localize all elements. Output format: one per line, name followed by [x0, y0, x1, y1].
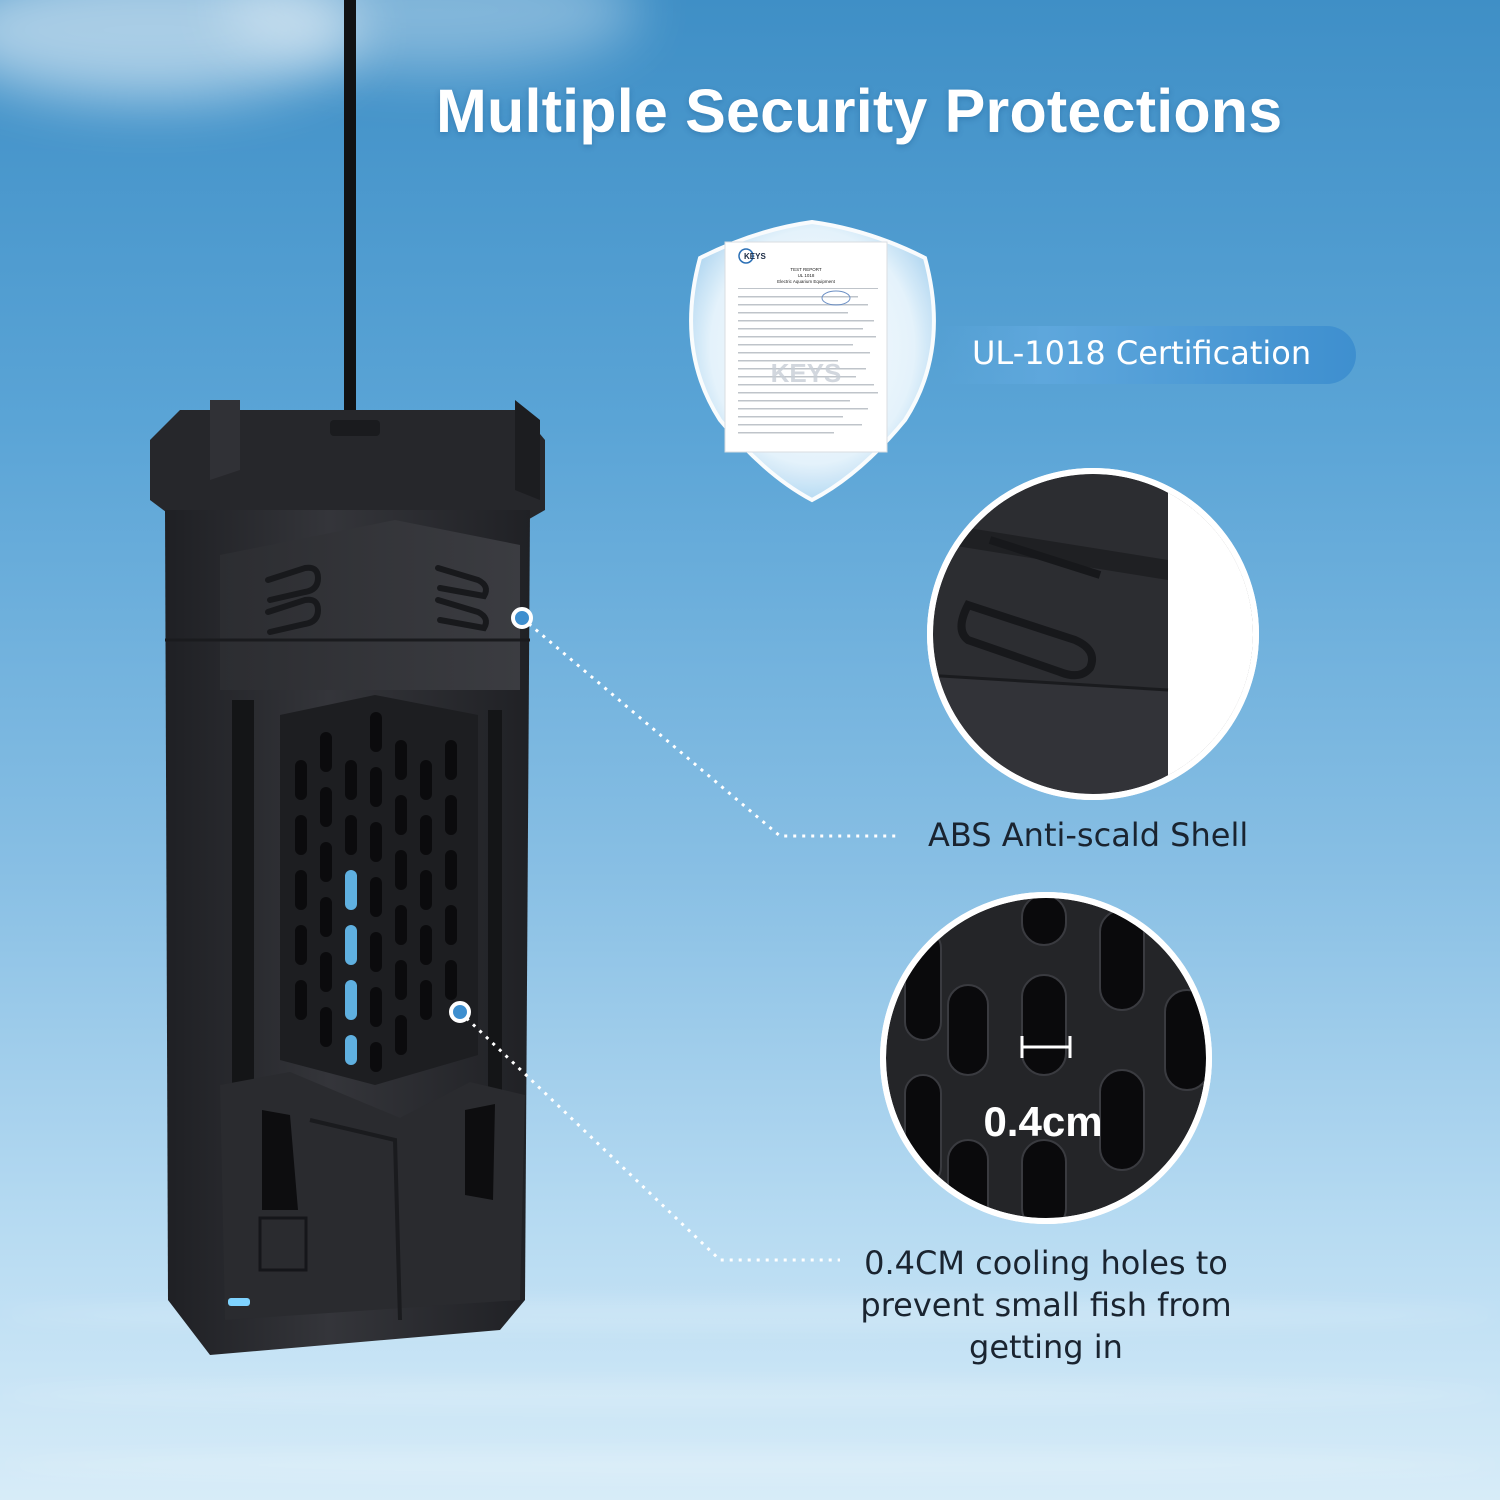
heater-device	[150, 400, 545, 1355]
measurement-marker	[1020, 1036, 1072, 1058]
cooling-vent-grid	[295, 712, 457, 1072]
certificate-shield: KEYS TEST REPORT UL 1018 Electric Aquari…	[689, 219, 936, 503]
holes-zoom-circle: 0.4cm	[880, 892, 1212, 1224]
svg-text:TEST REPORT: TEST REPORT	[790, 267, 822, 272]
test-report-document: KEYS TEST REPORT UL 1018 Electric Aquari…	[724, 241, 888, 453]
certification-badge	[940, 326, 1356, 384]
water-ripple	[0, 1450, 1500, 1480]
svg-text:Electric Aquarium Equipment: Electric Aquarium Equipment	[777, 279, 836, 284]
certification-label: UL-1018 Certification	[972, 334, 1312, 372]
shell-feature-label: ABS Anti-scald Shell	[928, 816, 1249, 854]
shell-zoom-circle	[927, 468, 1259, 800]
svg-text:KEYS: KEYS	[771, 358, 842, 388]
holes-callout-dot	[449, 1001, 471, 1023]
page-title: Multiple Security Protections	[436, 77, 1283, 145]
cooling-feature-label: 0.4CM cooling holes to prevent small fis…	[860, 1244, 1232, 1366]
hole-size-label: 0.4cm	[983, 1098, 1102, 1145]
grip-grooves	[265, 564, 489, 635]
svg-text:UL 1018: UL 1018	[798, 273, 815, 278]
water-ripple	[0, 1380, 1500, 1410]
svg-text:KEYS: KEYS	[744, 252, 766, 261]
status-led	[228, 1298, 250, 1306]
shell-callout-dot	[511, 607, 533, 629]
callout-lines	[458, 616, 900, 1262]
